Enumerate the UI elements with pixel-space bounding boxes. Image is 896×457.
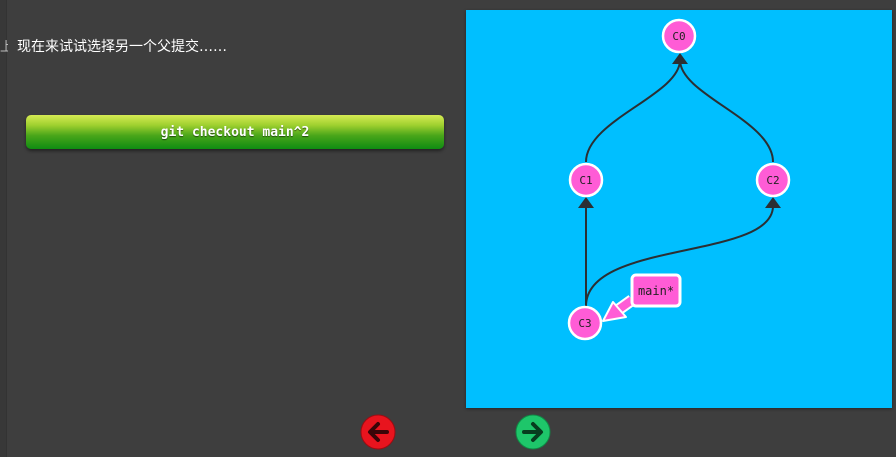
edge-c2-c0 [679,59,774,163]
command-label: git checkout main^2 [160,124,310,140]
commit-label: C0 [672,30,685,43]
arrowhead-c0 [672,53,688,64]
commit-label: C1 [579,174,592,187]
arrow-left-icon [360,414,396,450]
branch-label-box [630,273,682,308]
lesson-instruction: 现在来试试选择另一个父提交…… [17,39,227,55]
edge-c3-c2 [585,205,774,307]
arrow-right-icon [515,414,551,450]
commit-c2[interactable]: C2 [755,162,791,198]
previous-button[interactable] [360,414,396,450]
branch-label: main* [638,284,674,298]
commit-label: C3 [578,317,591,330]
next-button[interactable] [515,414,551,450]
left-panel-edge [0,0,7,457]
branch-main[interactable]: main* [602,273,682,322]
clipped-edge-text: 上 [0,40,8,55]
commit-c0[interactable]: C0 [661,18,697,54]
commit-graph: C0 C1 C2 C3 main* [567,18,791,341]
arrowhead-c2 [765,197,781,208]
commit-label: C2 [766,174,779,187]
edge-c1-c0 [585,59,681,163]
commit-c3[interactable]: C3 [567,305,603,341]
arrowhead-c1 [578,197,594,208]
commit-c1[interactable]: C1 [568,162,604,198]
commit-graph-canvas: C0 C1 C2 C3 main* [466,10,892,408]
branch-pointer-arrow [602,301,627,322]
command-button[interactable]: git checkout main^2 [26,115,444,149]
